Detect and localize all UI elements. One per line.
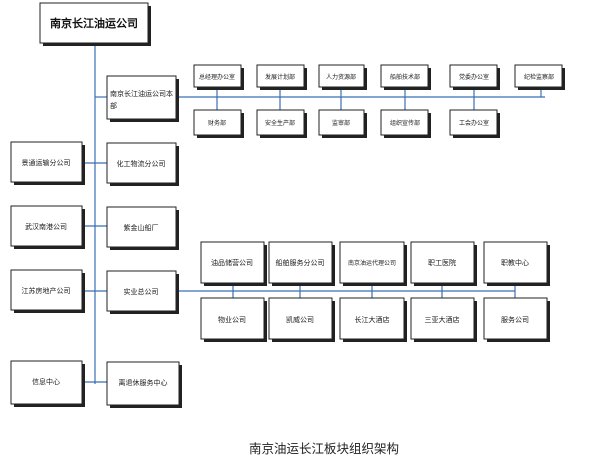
dept-top-5: 纪检监察部 (514, 64, 565, 90)
ind-top-4: 职教中心 (483, 241, 550, 286)
ind-top-4-label: 职教中心 (501, 258, 529, 267)
diagram-caption: 南京油运长江板块组织架构 (249, 441, 399, 456)
dept-top-3-label: 船舶技术部 (390, 73, 420, 81)
dept-bottom-0-label: 财务部 (208, 119, 226, 127)
ind-top-2-label: 南京油运代理公司 (348, 259, 396, 267)
dept-top-2-label: 人力资源部 (326, 73, 356, 81)
dept-top-4-label: 党委办公室 (459, 73, 489, 81)
left-unit-3: 信息中心 (10, 360, 85, 407)
dept-top-0: 总经理办公室 (193, 64, 244, 90)
ind-top-3: 职工医院 (410, 241, 477, 286)
ind-bottom-1: 凯威公司 (268, 297, 335, 342)
right-unit-3-label: 离退休服务中心 (119, 378, 168, 387)
ind-bottom-2: 长江大酒店 (339, 297, 407, 342)
ind-top-0-label: 油品储营公司 (211, 258, 253, 267)
hq-departments-top: 总经理办公室 发展计划部 人力资源部 船舶技术部 党委办公室 纪检监察部 (193, 64, 565, 90)
right-unit-0: 化工物流分公司 (106, 142, 179, 186)
dept-top-3: 船舶技术部 (380, 64, 431, 90)
right-unit-1-label: 紫金山船厂 (124, 223, 159, 232)
ind-bottom-4: 服务公司 (483, 297, 550, 342)
ind-bottom-1-label: 凯威公司 (286, 315, 314, 324)
right-unit-2-label: 实业总公司 (124, 287, 159, 296)
right-unit-3: 离退休服务中心 (106, 361, 182, 408)
dept-bottom-1: 安全生产部 (256, 109, 307, 138)
ind-bottom-0: 物业公司 (200, 297, 267, 342)
industrial-sub-bottom: 物业公司 凯威公司 长江大酒店 三亚大酒店 服务公司 (200, 297, 550, 342)
ind-bottom-0-label: 物业公司 (218, 315, 246, 324)
dept-bottom-2-label: 监审部 (332, 119, 350, 127)
left-unit-2-label: 江苏房地产公司 (22, 286, 71, 295)
connector-lines (82, 46, 545, 384)
left-unit-3-label: 信息中心 (32, 377, 60, 386)
hq-departments-bottom: 财务部 安全生产部 监审部 组织宣传部 工会办公室 (193, 109, 500, 138)
dept-bottom-0: 财务部 (193, 109, 244, 138)
node-hq-label-line2: 部 (110, 101, 117, 110)
left-unit-1: 武汉南港公司 (10, 205, 85, 249)
ind-bottom-3: 三亚大酒店 (410, 297, 477, 342)
ind-top-3-label: 职工医院 (428, 258, 456, 267)
dept-bottom-4-label: 工会办公室 (459, 119, 489, 127)
dept-top-2: 人力资源部 (318, 64, 367, 90)
node-root: 南京长江油运公司 (39, 2, 151, 46)
dept-bottom-4: 工会办公室 (449, 109, 500, 138)
ind-top-0: 油品储营公司 (200, 241, 267, 286)
node-hq-label-line1: 南京长江油运公司本 (110, 89, 173, 98)
left-unit-2: 江苏房地产公司 (10, 269, 85, 313)
dept-bottom-2: 监审部 (318, 109, 367, 138)
dept-top-5-label: 纪检监察部 (524, 73, 554, 81)
industrial-sub-top: 油品储营公司 船舶服务分公司 南京油运代理公司 职工医院 职教中心 (200, 241, 550, 286)
right-unit-2: 实业总公司 (106, 270, 179, 314)
ind-bottom-3-label: 三亚大酒店 (425, 315, 460, 324)
right-unit-1: 紫金山船厂 (106, 206, 179, 250)
dept-bottom-1-label: 安全生产部 (265, 119, 295, 127)
right-units: 化工物流分公司 紫金山船厂 实业总公司 离退休服务中心 (106, 142, 182, 408)
dept-top-1: 发展计划部 (256, 64, 307, 90)
dept-top-4: 党委办公室 (449, 64, 500, 90)
node-hq: 南京长江油运公司本 部 (106, 75, 179, 122)
node-root-label: 南京长江油运公司 (50, 16, 138, 30)
ind-bottom-4-label: 服务公司 (501, 315, 529, 324)
dept-bottom-3: 组织宣传部 (380, 109, 431, 138)
left-unit-0: 景通运输分公司 (10, 141, 85, 185)
dept-top-1-label: 发展计划部 (265, 73, 295, 81)
right-unit-0-label: 化工物流分公司 (117, 159, 166, 168)
dept-bottom-3-label: 组织宣传部 (390, 119, 420, 127)
dept-top-0-label: 总经理办公室 (199, 73, 235, 81)
left-units: 景通运输分公司 武汉南港公司 江苏房地产公司 信息中心 (10, 141, 85, 407)
left-unit-1-label: 武汉南港公司 (25, 222, 67, 231)
ind-top-1: 船舶服务分公司 (268, 241, 335, 286)
ind-top-1-label: 船舶服务分公司 (276, 258, 325, 267)
ind-bottom-2-label: 长江大酒店 (355, 315, 390, 324)
left-unit-0-label: 景通运输分公司 (22, 158, 71, 167)
ind-top-2: 南京油运代理公司 (339, 241, 407, 286)
